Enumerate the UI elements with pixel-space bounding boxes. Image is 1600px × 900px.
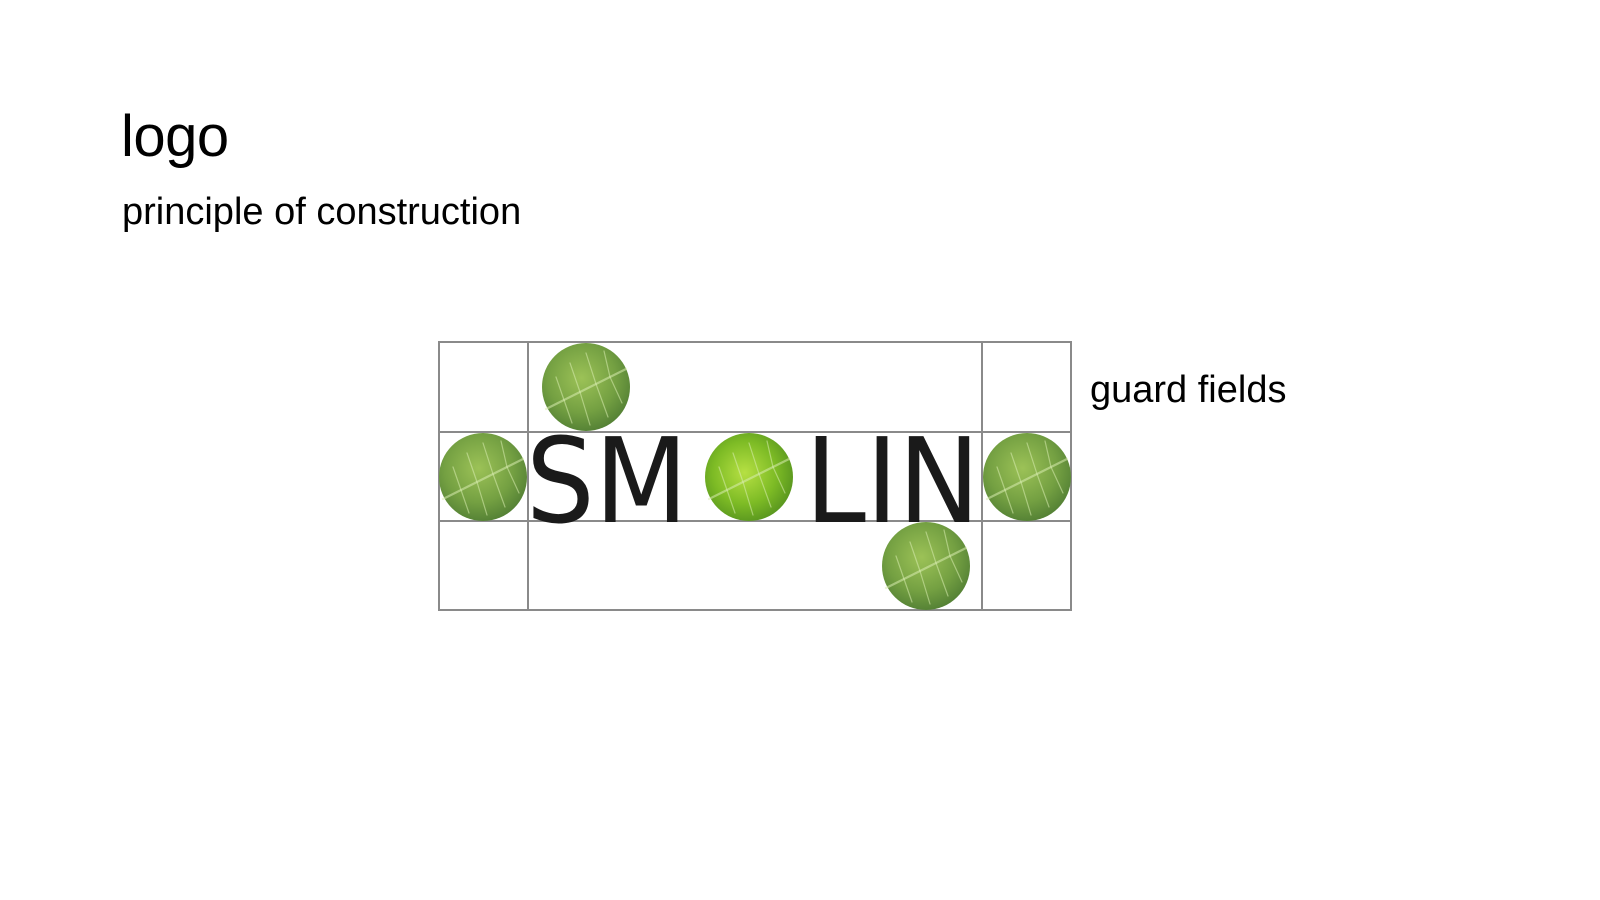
wordmark-left: SM (526, 412, 688, 550)
leaf-left-guard (437, 431, 529, 523)
outer-frame (438, 341, 1072, 611)
construction-grid (438, 341, 1072, 611)
leaf-right-guard (981, 431, 1073, 523)
page-subtitle: principle of construction (122, 191, 522, 233)
guard-fields-label: guard fields (1090, 369, 1287, 411)
wordmark-right: LIN (805, 412, 980, 550)
leaf-letter-o (703, 431, 795, 523)
page-title: logo (121, 104, 229, 169)
